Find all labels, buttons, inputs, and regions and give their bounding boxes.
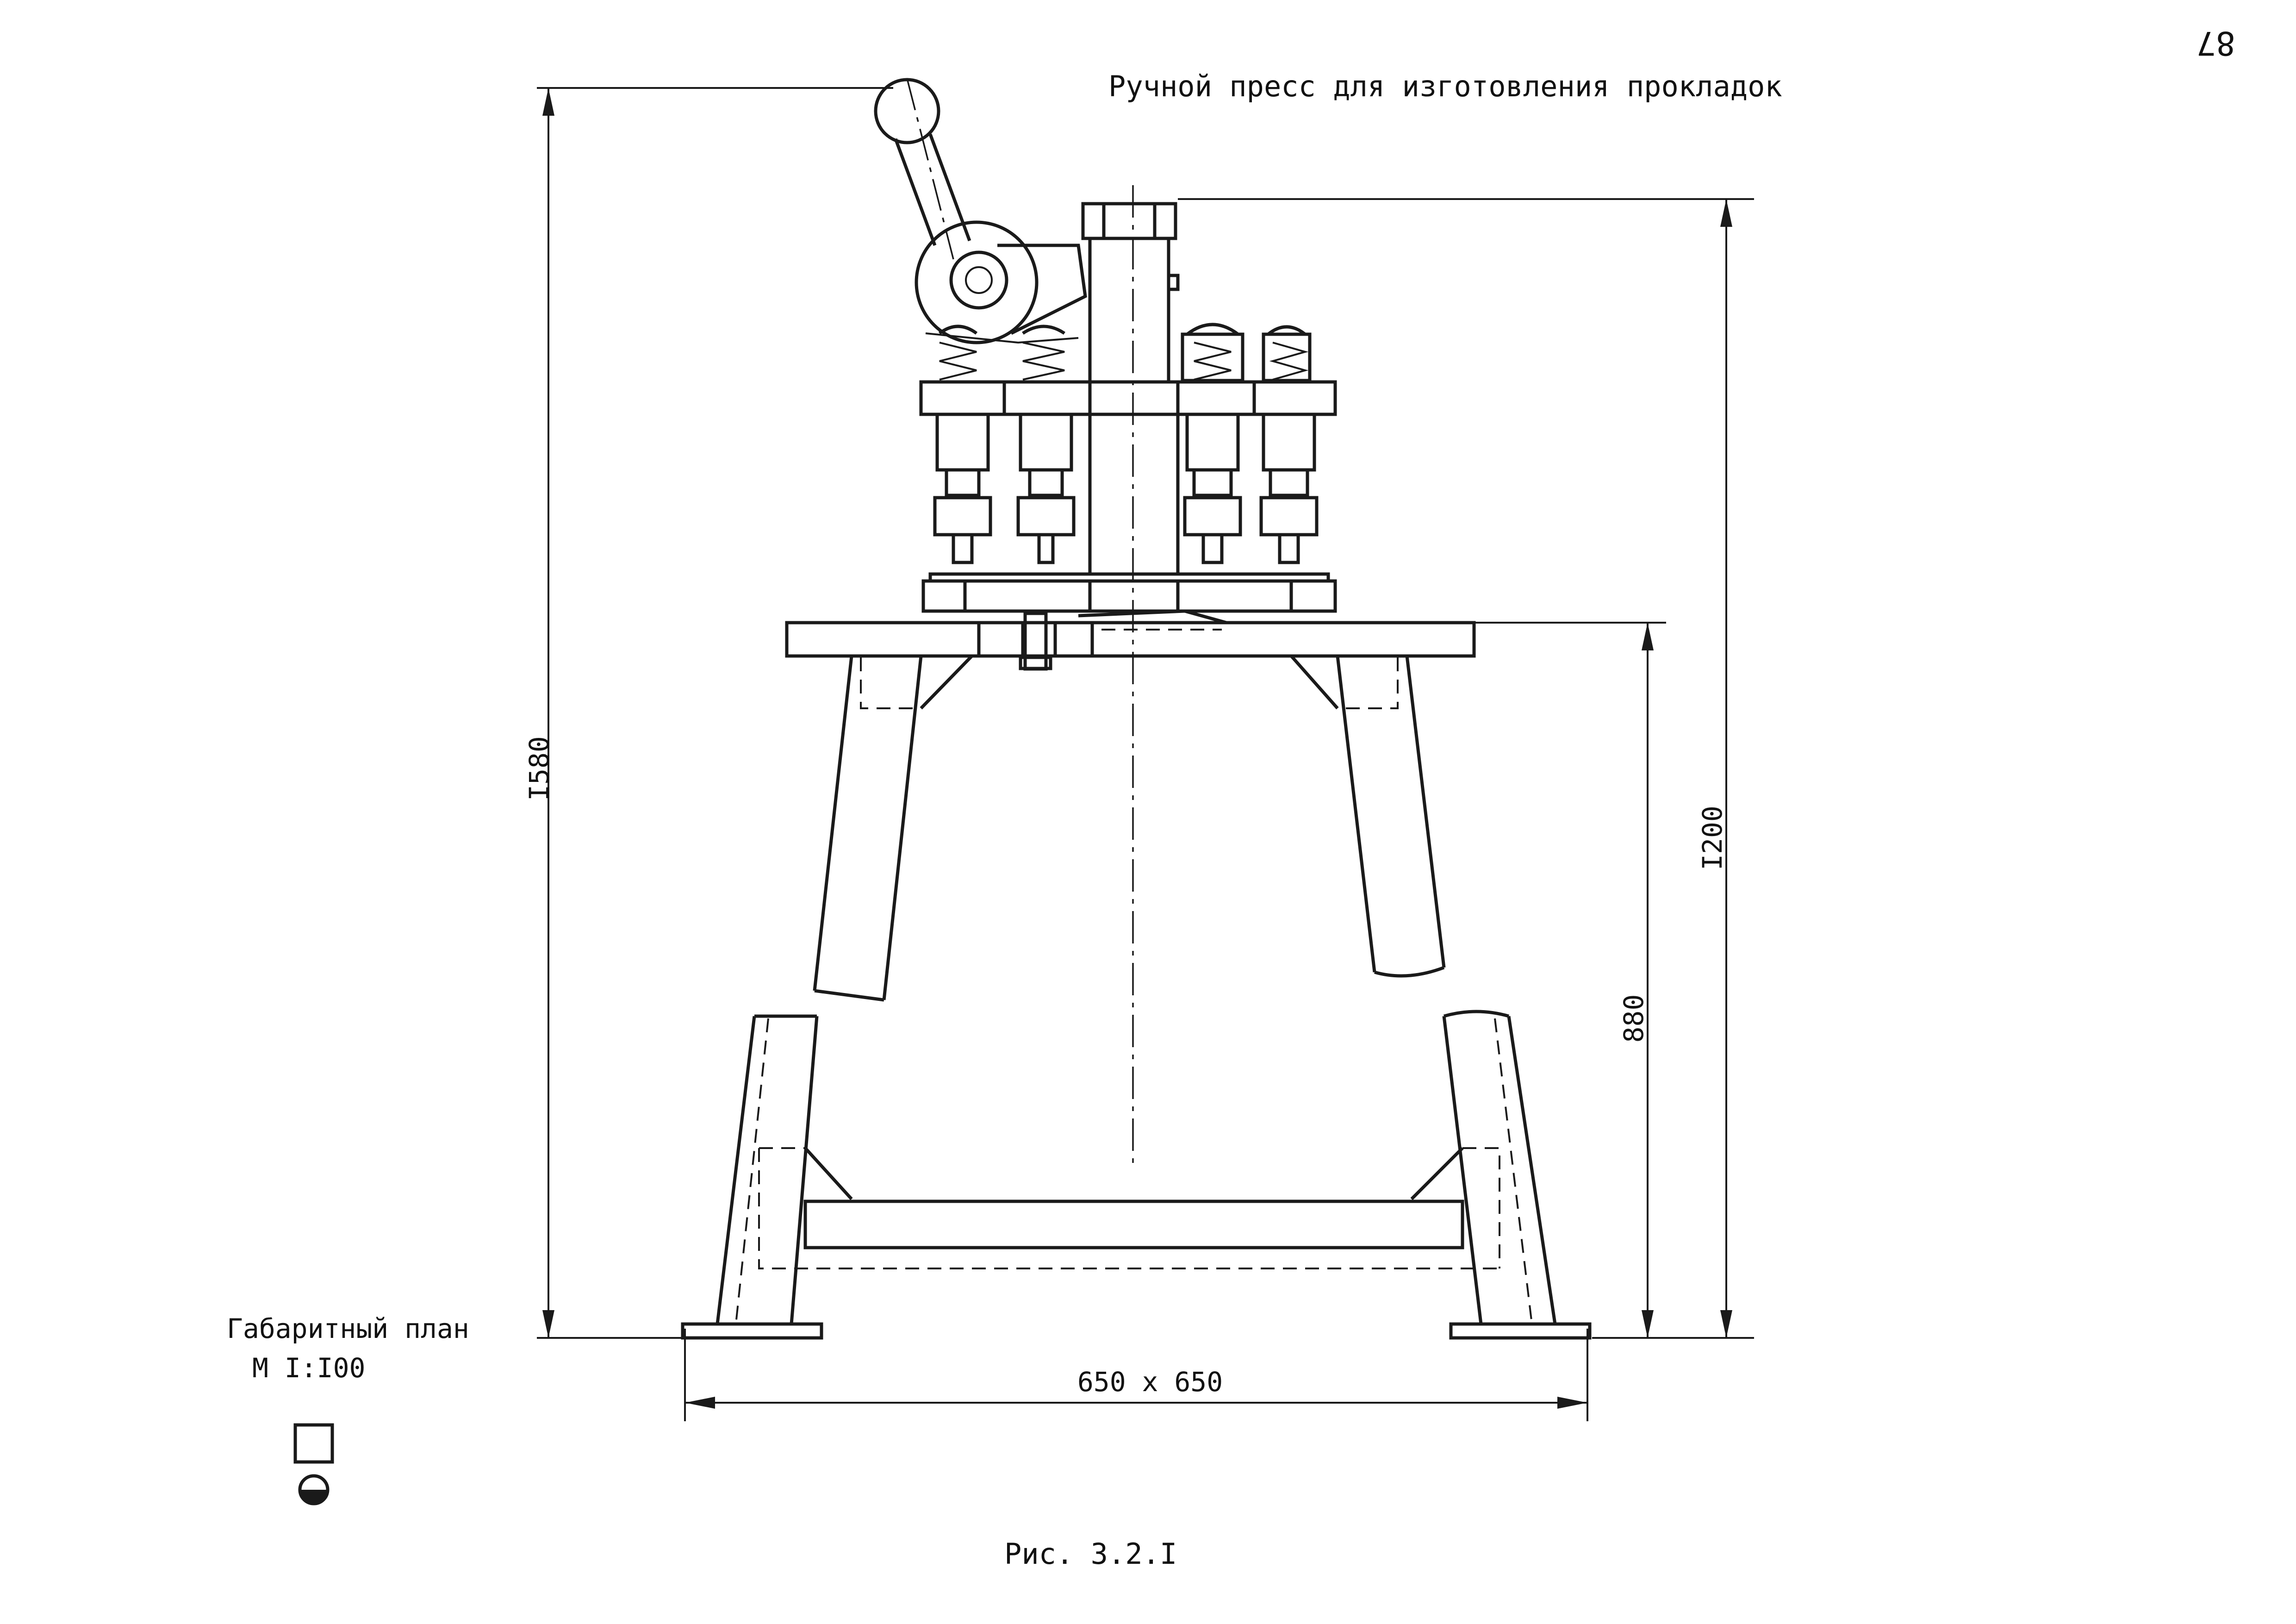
cross-beam [803,1199,1464,1249]
page-number: 87 [2196,24,2235,62]
upper-plate [919,380,1337,416]
half-filled-circle-symbol [298,1474,330,1505]
dimension-overall-height [537,87,893,1339]
dim-label-overall-height: I580 [523,736,555,801]
drawing-title: Ручной пресс для изготовления прокладок [1108,69,1782,103]
top-cap [1081,202,1177,240]
springs [938,325,1309,381]
crank-hub [915,220,1039,344]
square-symbol [293,1423,334,1464]
dim-label-upper-height: I200 [1697,806,1728,870]
handle-ball [874,78,940,144]
handle-lever [894,133,971,246]
foot-right [1449,1322,1592,1340]
dimension-table-height [1474,622,1666,1338]
dimension-base [684,1329,1588,1421]
table-top [785,609,1476,671]
plan-scale: М I:I00 [252,1352,365,1384]
press-head [874,78,1337,613]
hatched-section-left [977,621,1025,658]
dimension-upper-height [1178,198,1754,1339]
dim-label-table-height: 880 [1618,994,1649,1043]
figure-caption: Рис. 3.2.I [1004,1537,1177,1571]
punch-units [933,412,1319,564]
upper-legs [813,655,1446,1002]
dim-label-base: 650 x 650 [1077,1366,1223,1398]
plan-heading: Габаритный план [227,1313,469,1344]
lower-frame [681,1010,1592,1340]
hatched-section-right [1053,621,1094,658]
foot-left [681,1322,823,1340]
